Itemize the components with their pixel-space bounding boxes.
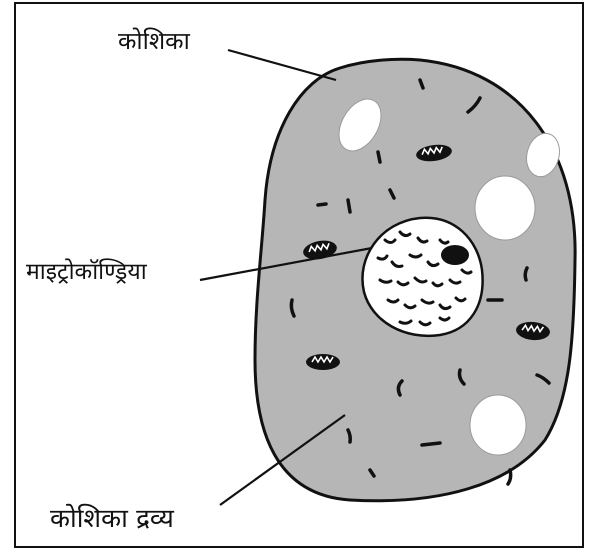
nucleolus	[441, 245, 469, 265]
label-cell: कोशिका	[118, 28, 190, 54]
vacuole	[475, 176, 535, 240]
label-mitochondria: माइट्रोकॉण्ड्रिया	[26, 260, 147, 285]
label-cytoplasm: कोशिका द्रव्य	[50, 505, 174, 534]
nucleus	[362, 218, 482, 336]
mitochondrion	[306, 354, 340, 370]
vacuole	[470, 395, 526, 455]
leader-cell	[228, 50, 336, 80]
